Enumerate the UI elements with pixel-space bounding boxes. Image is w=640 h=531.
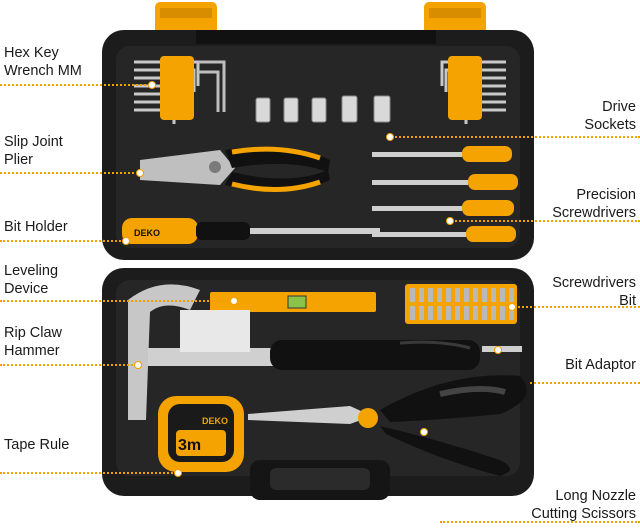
drive-sockets — [255, 95, 391, 123]
label-bit-holder: Bit Holder — [4, 219, 68, 235]
leader-leveling — [0, 300, 232, 302]
label-leveling-device: Leveling Device — [4, 263, 59, 297]
leader-bit-holder — [0, 240, 124, 242]
label-precision-screwdrivers: Precision Screwdrivers — [552, 187, 636, 221]
instruction-card — [180, 310, 250, 352]
screwdriver-bits — [405, 284, 517, 324]
leader-bit-adaptor — [530, 382, 640, 384]
leader-hammer — [0, 364, 136, 366]
leader-slip-joint — [0, 172, 138, 174]
leader-dot-sockets — [386, 133, 394, 141]
leader-dot-tape-rule — [174, 469, 182, 477]
leader-dot-bit-adaptor — [494, 346, 502, 354]
leader-dot-bits — [508, 303, 516, 311]
leader-dot-hex-key — [148, 81, 156, 89]
leader-precision — [448, 220, 640, 222]
leader-sockets — [388, 136, 640, 138]
tape-rule: 3m DEKO — [158, 396, 244, 472]
precision-screwdrivers — [372, 146, 518, 242]
leader-hex-key — [0, 84, 150, 86]
bit-holder-brand: DEKO — [134, 228, 160, 238]
leader-dot-leveling — [230, 297, 238, 305]
leader-dot-precision — [446, 217, 454, 225]
label-rip-claw-hammer: Rip Claw Hammer — [4, 325, 63, 359]
bit-holder-screwdriver: DEKO — [122, 218, 380, 244]
label-screwdrivers-bit: Screwdrivers Bit — [552, 275, 636, 309]
label-hex-key-wrench: Hex Key Wrench MM — [4, 45, 82, 79]
leader-dot-hammer — [134, 361, 142, 369]
label-tape-rule: Tape Rule — [4, 437, 70, 453]
label-long-nozzle-cutting-scissors: Long Nozzle Cutting Scissors — [531, 488, 636, 522]
rip-claw-hammer — [128, 284, 522, 420]
label-slip-joint-plier: Slip Joint Plier — [4, 134, 63, 168]
leveling-device — [210, 292, 376, 312]
hex-holder-right — [448, 56, 482, 120]
leader-dot-bit-holder — [122, 237, 130, 245]
leader-tape-rule — [0, 472, 176, 474]
leader-dot-slip-joint — [136, 169, 144, 177]
tape-brand: DEKO — [202, 416, 228, 426]
label-drive-sockets: Drive Sockets — [584, 99, 636, 133]
label-bit-adaptor: Bit Adaptor — [565, 357, 636, 373]
leader-dot-scissors — [420, 428, 428, 436]
leader-bits — [510, 306, 640, 308]
cutting-scissors — [248, 375, 527, 476]
slip-joint-plier — [140, 146, 330, 192]
hex-keys-left-2 — [198, 60, 226, 112]
leader-scissors — [440, 521, 640, 523]
hex-holder-left — [160, 56, 194, 120]
tape-marking: 3m — [178, 437, 201, 454]
